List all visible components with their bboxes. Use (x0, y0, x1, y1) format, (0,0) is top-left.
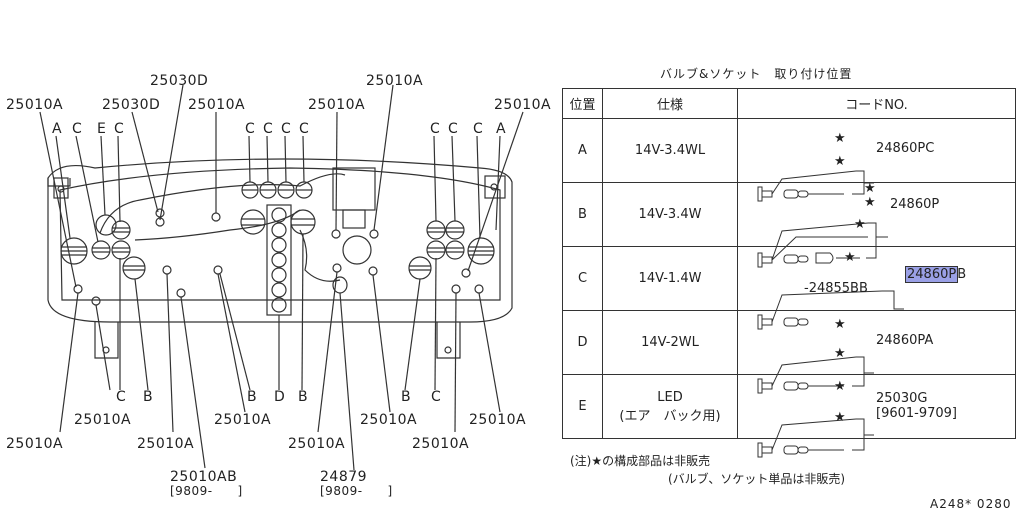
row-c-sub-code: -24855BB (804, 281, 868, 296)
callout-25010a-bottom-6: 25010A (137, 436, 195, 452)
row-e-spec: LED (657, 389, 683, 405)
row-a-code-cell: ★ ★ 24860PC (737, 118, 1016, 201)
note-line-1: (注)★の構成部品は非販売 (570, 454, 711, 468)
row-b-pos: B (562, 182, 603, 247)
row-a-code: 24860PC (876, 141, 935, 156)
callout-25010ab-date: [9809- ] (170, 484, 243, 498)
row-b-code-cell: ★ ★ ★ 24860P (737, 181, 1016, 267)
star-icon: ★ (864, 195, 876, 210)
letter-top-8: C (299, 121, 310, 137)
row-e-pos: E (562, 374, 603, 439)
callout-25010a-top-left: 25010A (6, 97, 64, 113)
callout-25010a-top-center: 25010A (366, 73, 424, 89)
letter-top-9: C (430, 121, 441, 137)
letter-bottom-7: C (431, 389, 442, 405)
row-d-pos: D (562, 310, 603, 375)
row-c-pos: C (562, 246, 603, 311)
letter-top-4: C (114, 121, 125, 137)
bulb-socket-table: 位置 仕様 コードNO. A 14V-3.4WL ★ ★ 24860PC B 1… (562, 88, 1016, 457)
callout-25010a-bottom-8: 25010A (412, 436, 470, 452)
row-a-spec: 14V-3.4WL (602, 118, 738, 183)
letter-bottom-2: B (143, 389, 154, 405)
figure-code: A248* 0280 (930, 497, 1012, 511)
callout-25010ab: 25010AB (170, 469, 238, 485)
letter-top-11: C (473, 121, 484, 137)
note-line-2: (バルブ、ソケット単品は非販売) (668, 472, 846, 486)
left-bracket (47, 178, 71, 187)
letter-bottom-4: D (274, 389, 286, 405)
header-spec: 仕様 (602, 88, 738, 119)
star-icon: ★ (864, 181, 876, 196)
housing-inner (59, 167, 501, 301)
table-title: バルブ&ソケット 取り付け位置 (660, 67, 853, 81)
table-row: A 14V-3.4WL ★ ★ 24860PC (562, 118, 1016, 201)
letter-top-7: C (281, 121, 292, 137)
row-e-code: 25030G (876, 391, 928, 406)
bulb-socket-icon (757, 418, 874, 457)
star-icon: ★ (834, 317, 846, 332)
callout-25030d-top: 25030D (150, 73, 209, 89)
row-b-spec: 14V-3.4W (602, 182, 738, 247)
row-d-code: 24860PA (876, 333, 934, 348)
callout-25010a-bottom-4: 25010A (469, 412, 527, 428)
table-row: B 14V-3.4W ★ ★ ★ 24860P (562, 181, 1016, 267)
letter-top-6: C (263, 121, 274, 137)
star-icon: ★ (834, 131, 846, 146)
callout-25010a-top-2: 25010A (188, 97, 246, 113)
letter-top-2: C (72, 121, 83, 137)
row-d-code-cell: ★ ★ 24860PA (737, 310, 1016, 393)
row-e-spec-cell: LED (エア バック用) (602, 374, 738, 439)
callout-25010a-top-right: 25010A (494, 97, 552, 113)
callout-25010a-bottom-2: 25010A (214, 412, 272, 428)
letter-bottom-1: C (116, 389, 127, 405)
row-c-spec: 14V-1.4W (602, 246, 738, 311)
highlighted-code[interactable]: 24860P (904, 266, 959, 283)
row-e-spec-sub: (エア バック用) (619, 408, 721, 424)
meter-cluster-diagram (39, 84, 524, 471)
letter-bottom-3: B (247, 389, 258, 405)
table-header-row: 位置 仕様 コードNO. (562, 88, 1016, 119)
table-row: D 14V-2WL ★ ★ 24860PA (562, 310, 1016, 393)
callout-25010a-bottom-1: 25010A (74, 412, 132, 428)
housing-outline (47, 158, 513, 323)
callout-24879: 24879 (320, 469, 368, 485)
star-icon: ★ (844, 250, 856, 265)
callout-25010a-bottom-7: 25010A (288, 436, 346, 452)
callout-25010a-top-3: 25010A (308, 97, 366, 113)
letter-top-12: A (496, 121, 507, 137)
row-a-pos: A (562, 118, 603, 183)
star-icon: ★ (834, 154, 846, 169)
callout-25030d-left: 25030D (102, 97, 161, 113)
letter-top-1: A (52, 121, 63, 137)
header-code: コードNO. (737, 88, 1016, 119)
table-row: E LED (エア バック用) ★ ★ 25030G [9601-9709] (562, 374, 1016, 457)
star-icon: ★ (834, 346, 846, 361)
row-c-code-cell: ★ -24855BB 24860PB (737, 246, 1016, 329)
table-row: C 14V-1.4W ★ -24855BB 24860PB (562, 246, 1016, 329)
header-position: 位置 (562, 88, 603, 119)
letter-bottom-6: B (401, 389, 412, 405)
row-b-code: 24860P (890, 197, 940, 212)
callout-25010a-bottom-5: 25010A (6, 436, 64, 452)
row-e-code-cell: ★ ★ 25030G [9601-9709] (737, 374, 1016, 457)
row-e-code-date: [9601-9709] (876, 406, 958, 421)
letter-bottom-5: B (298, 389, 309, 405)
callout-24879-date: [9809- ] (320, 484, 393, 498)
row-c-code: 24860PB (904, 266, 967, 283)
letter-top-5: C (245, 121, 256, 137)
star-icon: ★ (854, 217, 866, 232)
letter-top-3: E (97, 121, 107, 137)
callout-25010a-bottom-3: 25010A (360, 412, 418, 428)
star-icon: ★ (834, 410, 846, 425)
row-d-spec: 14V-2WL (602, 310, 738, 375)
letter-top-10: C (448, 121, 459, 137)
star-icon: ★ (834, 379, 846, 394)
